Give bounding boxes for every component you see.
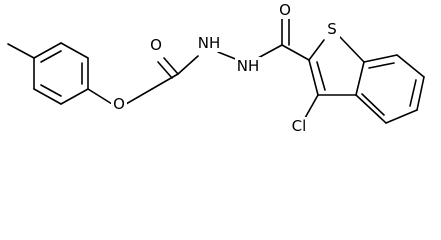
- molecule-structure: O O NH NH O S Cl: [7, 1, 425, 135]
- bond-s-c7a: [339, 36, 365, 63]
- benzo-ring: [355, 54, 425, 124]
- atom-sulfur: S: [324, 19, 340, 39]
- label-oxygen-ether: O: [113, 95, 125, 113]
- bond-benzo-e: [355, 94, 387, 124]
- bond-ring1-e: [33, 88, 62, 105]
- bond-oxygen-ch2: [125, 88, 153, 105]
- atom-oxygen-amide-right: O: [277, 1, 293, 19]
- bond-c3-c2-double: [316, 61, 326, 91]
- bond-benzo-a: [363, 54, 398, 63]
- label-chlorine: Cl: [292, 117, 307, 135]
- atom-chlorine: Cl: [288, 117, 310, 135]
- bond-ring1-a: [33, 42, 62, 59]
- bond-benzo-b: [396, 54, 425, 78]
- bond-carbonyl-thiophene: [281, 44, 310, 61]
- bond-ring1-d: [60, 88, 89, 105]
- bond-benzo-double-2: [409, 79, 417, 107]
- bond-ring1-double-3: [40, 84, 62, 97]
- bond-c2-s: [308, 39, 325, 61]
- thiophene-ring: [308, 36, 365, 96]
- bond-nitrogen-nitrogen: [217, 51, 239, 61]
- atom-oxygen-amide-left: O: [148, 36, 164, 54]
- bond-carbonyl-nitrogen-left: [177, 55, 199, 75]
- bond-methyl: [7, 43, 35, 59]
- bond-carbonyl-left-1: [163, 57, 179, 75]
- label-nitrogen-right: NH: [237, 57, 260, 75]
- atom-nitrogen-right: NH: [235, 57, 261, 75]
- bond-benzo-double-1: [368, 62, 395, 69]
- bond-nitrogen-carbonyl-right: [257, 44, 283, 59]
- bond-aryl-oxygen: [87, 88, 113, 105]
- bond-carbonyl-left-2: [157, 61, 173, 79]
- bond-benzo-c: [416, 76, 425, 111]
- atom-oxygen-ether: O: [111, 95, 127, 113]
- label-nitrogen-left: NH: [198, 34, 221, 52]
- atom-nitrogen-left: NH: [196, 34, 222, 52]
- tolyl-ring: [33, 42, 89, 105]
- bond-c7a-c3a: [355, 61, 365, 96]
- bond-ring1-b: [60, 42, 89, 59]
- label-sulfur: S: [327, 20, 337, 38]
- label-oxygen-amide-left: O: [150, 36, 162, 54]
- label-oxygen-amide-right: O: [279, 1, 291, 19]
- bond-benzo-double-3: [361, 93, 385, 116]
- bond-c3-chlorine: [304, 94, 319, 119]
- bond-ch2-carbonyl: [151, 73, 179, 90]
- bond-benzo-d: [385, 109, 418, 124]
- structure-canvas: O O NH NH O S Cl: [7, 1, 425, 135]
- bond-c3-c2: [308, 59, 319, 96]
- bond-ring1-double-1: [40, 50, 62, 63]
